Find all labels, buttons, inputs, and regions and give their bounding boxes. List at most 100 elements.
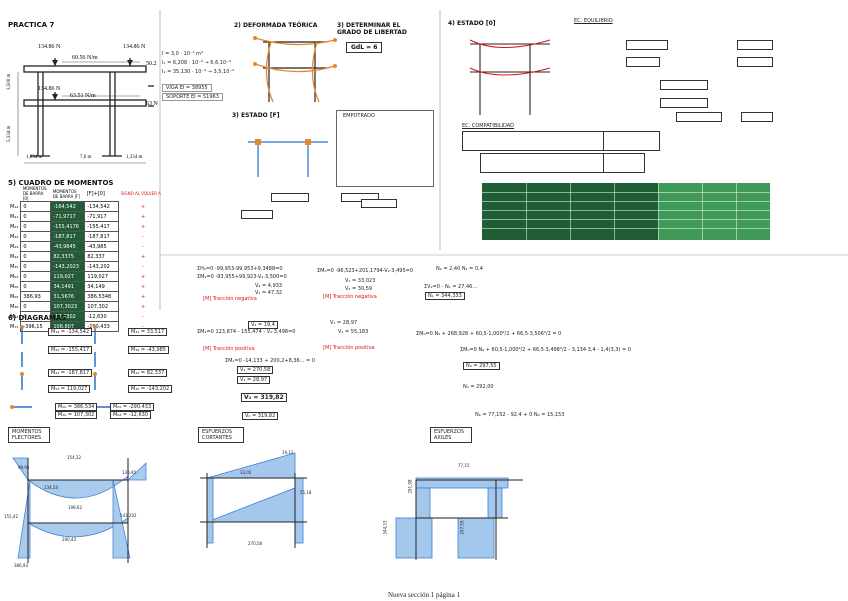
dc-3: 55,18 (300, 490, 312, 495)
eq-box-2 (737, 40, 773, 50)
eq-15: V₂ = 319,82 (241, 393, 287, 402)
moment-cell: + (140, 203, 146, 210)
inertia-5: SOPORTE EI = 51963 (162, 93, 223, 101)
moment-cell: + (140, 293, 146, 300)
eq-box-7 (676, 112, 722, 122)
eq-7: V₁ = 28,97 (330, 320, 358, 326)
axial-diagram (395, 477, 523, 560)
ec-equilibrio-title: EC. EQUILIBRIO (574, 18, 613, 24)
eq-box-1 (626, 40, 668, 50)
box-rf1 (271, 193, 309, 202)
eq-19: N₃ = 297,55 (463, 362, 500, 370)
section-title-moments: 5) CUADRO DE MOMENTOS (8, 179, 114, 187)
th-1: MOMENTOS DE BARRA [0] (22, 186, 47, 201)
eq-11: V₂ = 30,59 (345, 286, 373, 292)
page-title: PRACTICA 7 (8, 21, 55, 29)
eq-1: ΣH₀=0 -99,953-99,953+9,3488=0 (197, 266, 283, 272)
moment-cell: + (140, 283, 146, 290)
moment-cell: M₅₃ (10, 273, 19, 280)
dim-w2: 7,0 m (80, 155, 92, 160)
diag-axil-title: ESFUERZOS AXILES (430, 427, 472, 443)
moment-diagram (12, 457, 147, 563)
moment-cell: - (142, 323, 144, 330)
moment-cell: M₆₃ (10, 313, 19, 320)
moment-cell: - (142, 243, 144, 250)
dc-4: 270,58 (248, 541, 262, 546)
box-rf3 (241, 210, 273, 219)
label-m32: M₃₂ = -43,985 (128, 346, 169, 354)
label-m24: M₂₄ = -187,817 (48, 369, 93, 377)
eq-20: N₄ = 292,00 (463, 384, 494, 390)
label-m12: M₁₂ = -134,542 (48, 328, 93, 336)
eq-box-6 (660, 98, 708, 108)
frame-drawing (17, 58, 154, 164)
eq-tp-2: [M] Tracción positiva (323, 345, 375, 351)
empotrado-label: EMPOTRADO (343, 113, 375, 119)
section-title-estado-0: 4) ESTADO [0] (448, 20, 496, 27)
deformada-sketch (253, 36, 337, 103)
dm-1: 154,32 (67, 455, 81, 460)
label-m42: M₄₂ = 82,337 (128, 369, 168, 377)
moment-cell: M₃₆ (10, 303, 19, 310)
section-title-diagrams: 6) DIAGRAMAS (8, 314, 67, 322)
eq-box-5 (660, 80, 708, 90)
eq-box-4 (737, 57, 773, 67)
eq-15b: V₂ = 319,82 (242, 412, 279, 420)
moment-cell: -290,433 (84, 321, 120, 332)
dm-9: 386,93 (14, 563, 28, 568)
eq-2: ΣM₂=0 -93,955+99,923-V₂·3,500=0 (197, 274, 287, 280)
label-m63: M₆₃ = -12,630 (110, 411, 151, 419)
dc-1: 19,12 (282, 450, 294, 455)
eq-17: ΣV₂=0 - N₁ = 27,46... (424, 284, 478, 290)
moment-cell: M₂₃ (10, 223, 19, 230)
load-mid-right: 63 N (146, 101, 158, 107)
dm-4: 134,54 (44, 485, 58, 490)
label-m53: M₅₃ = 119,027 (48, 385, 91, 393)
dm-8: 290,43 (62, 537, 76, 542)
moment-cell: - (142, 313, 144, 320)
dm-6: 155,42 (4, 514, 18, 519)
moments-table: MOMENTOS DE BARRA [0] MOMENTOS DE BARRA … (8, 186, 167, 332)
moment-cell: M₃₅ (10, 263, 19, 270)
eq-14: V₁ = 270,58 (237, 366, 274, 374)
dm-5: 198,62 (68, 505, 82, 510)
diag-cort-title: ESFUERZOS CORTANTES (198, 427, 244, 443)
eq-6: V₂ = 19,4 (248, 321, 278, 329)
eq-22: N₆ = 77,152 - 92,4 + 0 N₆ = 15,153 (475, 412, 565, 418)
eq-4: V₁ = 47,32 (255, 290, 283, 296)
da-4: 77,15 (458, 463, 470, 468)
ec-compat-title: EC. COMPATIBILIDAD (462, 123, 515, 129)
moment-cell: M₂₁ (10, 213, 19, 220)
dm-2: 99,95 (18, 465, 30, 470)
inertia-2: I₁ = 6,208 · 10⁻⁴ → 6,6.10⁻⁴ (162, 60, 231, 66)
th-4: SIGNO AL VOLVER A (120, 191, 161, 197)
section-title-estado-f: 3) ESTADO [F] (232, 112, 280, 119)
moment-cell: M₆₅ (10, 293, 19, 300)
moment-cell: M₄₂ (10, 253, 19, 260)
moment-cell: + (140, 303, 146, 310)
moment-cell: - (142, 233, 144, 240)
dist-mid: 63.51 N/m (70, 93, 96, 99)
section-title-deformada: 2) DEFORMADA TEÓRICA (234, 22, 318, 29)
estado-0-sketch (469, 39, 551, 115)
load-top-right: 134.86 N (123, 44, 146, 50)
eq-tm-1: [M] Tracción negativa (203, 296, 257, 302)
inertia-4: VIGA EI = 38955 (162, 84, 212, 92)
estado-f-sketch (248, 139, 328, 177)
load-top-left: 134.86 N (38, 44, 61, 50)
gdl-box: GdL = 6 (346, 42, 383, 53)
label-m56: M₅₆ = 386,534 (55, 403, 98, 411)
shear-diagram (200, 452, 307, 548)
box-rf2 (341, 193, 379, 202)
moment-cell: M₇₁ (10, 323, 19, 330)
eq-3: V₂ = 4,933 (255, 283, 283, 289)
th-2: MOMENTOS DE BARRA [F] (52, 188, 81, 199)
eq-12: V₁ = 55,183 (338, 329, 369, 335)
diag-mom-title: MOMENTOS FLECTORES (8, 427, 50, 443)
empotrado-box (336, 110, 434, 187)
moment-cell: M₃₂ (10, 233, 19, 240)
compat-box-2 (603, 131, 660, 151)
eq-box-3 (626, 57, 660, 67)
